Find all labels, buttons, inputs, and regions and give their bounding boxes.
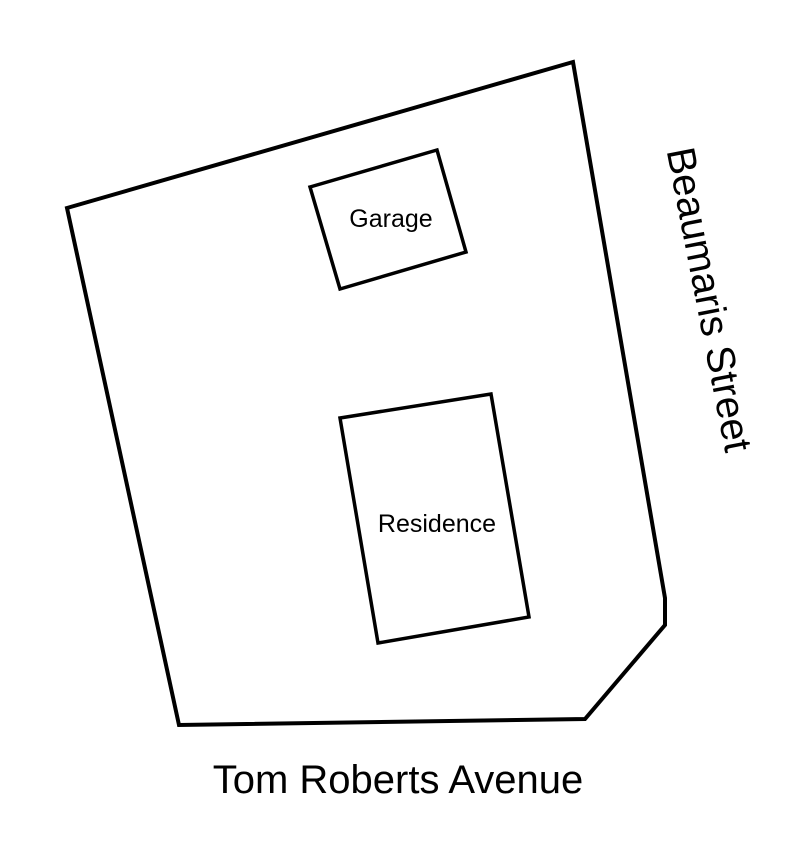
property-boundary	[64, 59, 667, 728]
garage-label: Garage	[349, 205, 432, 233]
street-label-right: Beaumaris Street	[658, 144, 760, 456]
residence-label: Residence	[378, 510, 496, 538]
garage-outline	[307, 147, 469, 292]
residence-outline	[337, 392, 532, 646]
street-label-bottom: Tom Roberts Avenue	[213, 758, 584, 802]
